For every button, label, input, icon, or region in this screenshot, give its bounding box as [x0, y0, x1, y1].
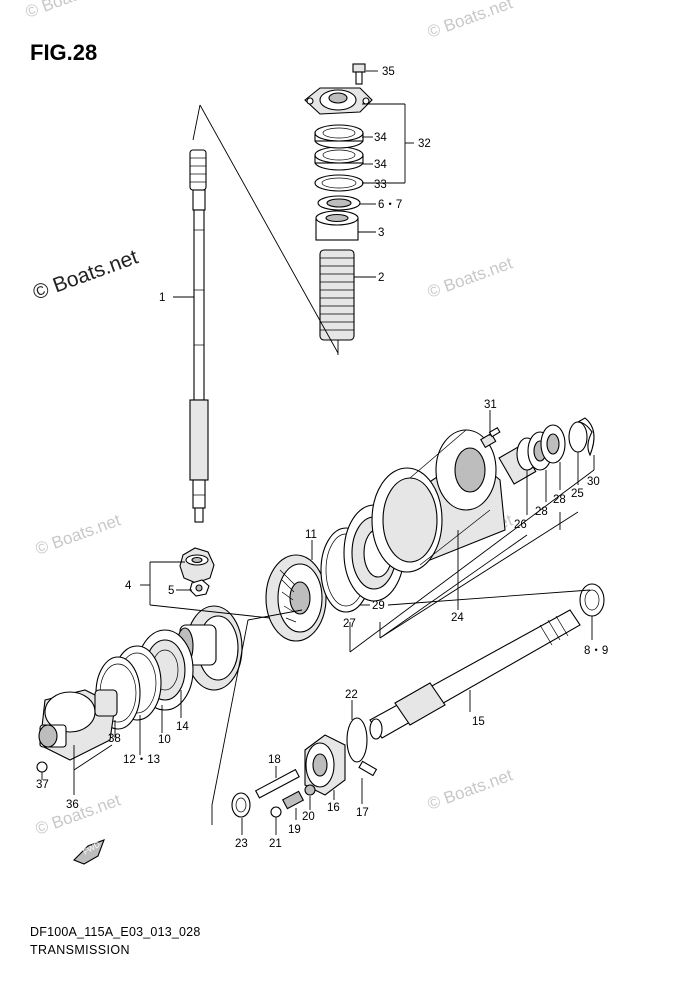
callout-26: 26	[514, 519, 527, 531]
callout-21: 21	[269, 838, 282, 850]
watermark: © Boats.net	[23, 0, 113, 22]
pin-37	[36, 761, 48, 773]
watermark: © Boats.net	[33, 790, 123, 838]
callout-2: 2	[378, 272, 384, 284]
callout-14: 14	[176, 721, 189, 733]
propeller-shaft	[369, 609, 581, 740]
oil-seals	[314, 124, 364, 192]
o-ring-25	[568, 421, 588, 453]
bushing-23	[231, 792, 251, 818]
clutch-dog	[304, 734, 346, 796]
ball-21	[270, 806, 282, 818]
watermark: © Boats.net	[425, 253, 515, 301]
propeller-shaft-housing	[38, 689, 118, 761]
callout-12-13: 12・13	[123, 754, 160, 766]
callout-15: 15	[472, 716, 485, 728]
section-name: TRANSMISSION	[30, 943, 130, 957]
pinion-gear	[179, 547, 215, 584]
callouts: 35 34 32 34 33 6・7 3 2 1 31 30 25 28 28 …	[36, 66, 608, 850]
callout-18: 18	[268, 754, 281, 766]
leader-lines	[41, 70, 595, 835]
callout-27: 27	[343, 618, 356, 630]
figure-title: FIG.28	[30, 40, 98, 65]
callout-35: 35	[382, 66, 395, 78]
reverse-gear	[265, 554, 327, 642]
callout-28: 28	[535, 506, 548, 518]
callout-17: 17	[356, 807, 369, 819]
callout-32: 32	[418, 138, 431, 150]
pin-17	[358, 760, 378, 777]
seal-housing	[304, 87, 373, 115]
bolt	[352, 63, 366, 85]
callout-22: 22	[345, 689, 358, 701]
callout-34: 34	[374, 132, 387, 144]
watermark: © Boats.net	[425, 765, 515, 813]
drawing-code: DF100A_115A_E03_013_028	[30, 925, 201, 939]
watermark-prominent: © Boats.net	[30, 245, 141, 304]
callout-30: 30	[587, 476, 600, 488]
callout-28: 28	[553, 494, 566, 506]
callout-19: 19	[288, 824, 301, 836]
drive-shaft	[189, 149, 209, 523]
callout-4: 4	[125, 580, 132, 592]
circlip	[575, 417, 595, 457]
push-rod	[254, 768, 300, 799]
callout-37: 37	[36, 779, 49, 791]
callout-23: 23	[235, 838, 248, 850]
thrust-washer	[579, 583, 605, 617]
callout-5: 5	[168, 585, 174, 597]
callout-8-9: 8・9	[584, 645, 608, 657]
callout-6-7: 6・7	[378, 199, 402, 211]
callout-11: 11	[305, 529, 317, 541]
callout-3: 3	[378, 227, 384, 239]
callout-38: 38	[108, 733, 121, 745]
callout-34: 34	[374, 159, 387, 171]
callout-29: 29	[372, 600, 385, 612]
callout-36: 36	[66, 799, 79, 811]
spring	[319, 249, 355, 341]
callout-33: 33	[374, 179, 387, 191]
spring-19	[281, 790, 305, 810]
callout-25: 25	[571, 488, 584, 500]
watermark: © Boats.net	[425, 0, 515, 42]
callout-24: 24	[451, 612, 464, 624]
callout-16: 16	[327, 802, 340, 814]
shim-hole	[326, 198, 352, 208]
callout-20: 20	[302, 811, 315, 823]
callout-10: 10	[158, 734, 171, 746]
watermark: © Boats.net	[33, 510, 123, 558]
ring-22	[346, 717, 368, 763]
bearing-housing	[371, 429, 506, 573]
bolt-31	[480, 427, 501, 449]
callout-31: 31	[484, 399, 497, 411]
fwd-arrow	[73, 839, 105, 865]
callout-1: 1	[159, 292, 165, 304]
bushing	[315, 210, 359, 241]
pinion-nut	[189, 579, 210, 597]
ball-20	[304, 784, 316, 796]
